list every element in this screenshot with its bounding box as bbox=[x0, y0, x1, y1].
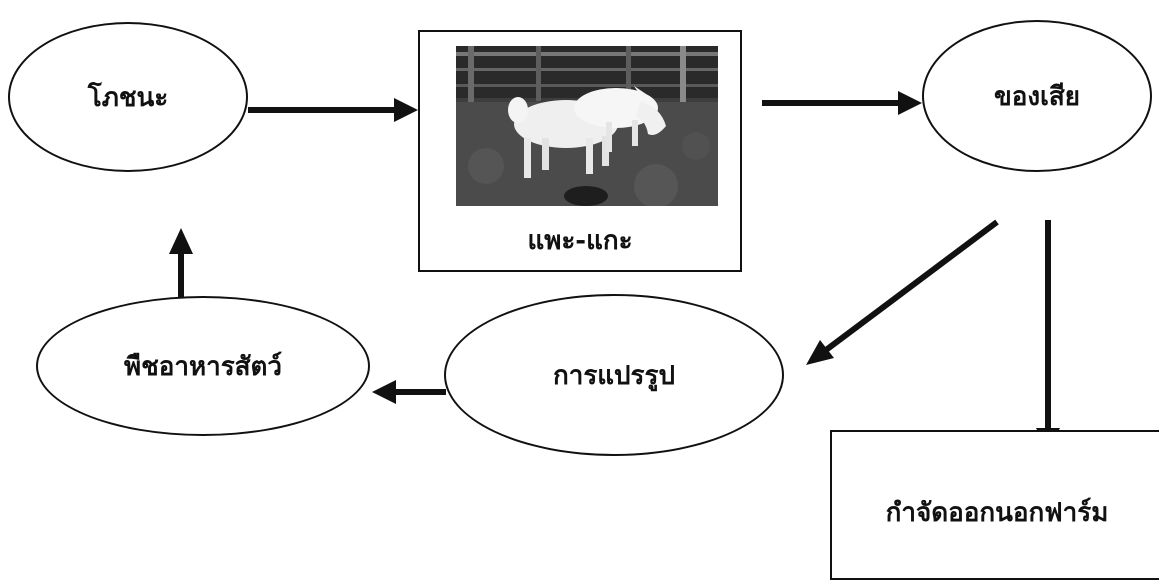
node-waste: ของเสีย bbox=[922, 20, 1152, 172]
node-dispose-label: กำจัดออกนอกฟาร์ม bbox=[885, 498, 1109, 528]
node-waste-label: ของเสีย bbox=[993, 81, 1081, 112]
node-feed: โภชนะ bbox=[8, 22, 248, 172]
arrow-waste-to-dispose bbox=[1036, 220, 1060, 452]
node-forage-crops: พืชอาหารสัตว์ bbox=[36, 296, 370, 436]
arrow-processing-to-forage bbox=[372, 380, 446, 404]
arrow-waste-to-processing bbox=[806, 219, 999, 365]
node-goat-sheep: แพะ-แกะ bbox=[418, 30, 742, 272]
node-goat-sheep-label: แพะ-แกะ bbox=[527, 226, 633, 256]
node-forage-crops-label: พืชอาหารสัตว์ bbox=[123, 351, 283, 382]
goat-photo bbox=[456, 46, 718, 206]
arrow-forage-to-feed bbox=[169, 228, 193, 298]
arrow-feed-to-goat-sheep bbox=[248, 98, 418, 122]
node-processing-label: การแปรรูป bbox=[552, 360, 675, 391]
node-dispose: กำจัดออกนอกฟาร์ม bbox=[830, 430, 1159, 580]
node-processing: การแปรรูป bbox=[444, 294, 784, 456]
flow-arrows bbox=[169, 91, 1060, 452]
arrow-goat-sheep-to-waste bbox=[762, 91, 922, 115]
node-feed-label: โภชนะ bbox=[87, 82, 169, 113]
